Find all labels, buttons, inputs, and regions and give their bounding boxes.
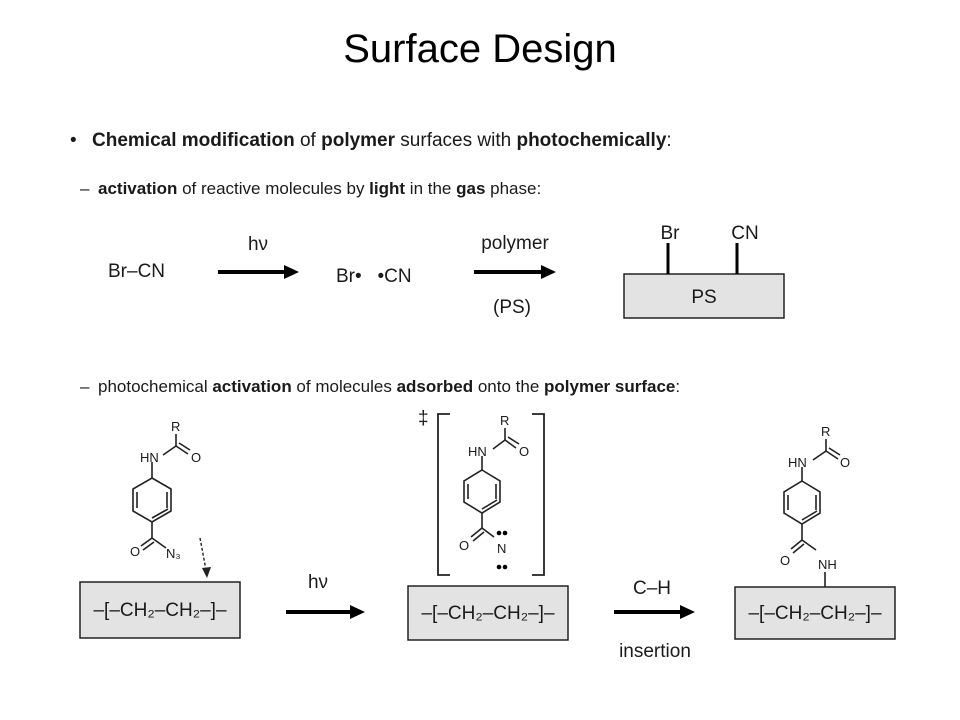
ps-surface-box xyxy=(623,273,785,319)
atom-n-nitrene: N xyxy=(497,541,506,556)
atom-o: O xyxy=(191,450,201,465)
section1-heading: activation of reactive molecules by ligh… xyxy=(98,179,541,198)
section2-part-1: activation xyxy=(212,377,291,396)
atom-r-2: R xyxy=(500,413,509,428)
atom-o-4: O xyxy=(840,455,850,470)
polymer-chain-1: –[–CH₂–CH₂–]– xyxy=(93,600,226,621)
bracket-left xyxy=(437,413,450,576)
bullet-part-2: polymer xyxy=(321,130,396,151)
atom-hn-3: HN xyxy=(788,455,807,470)
atom-r: R xyxy=(171,419,180,434)
hv-label-2: hν xyxy=(308,572,328,593)
reaction-arrow-3 xyxy=(286,605,365,619)
ch-label: C–H xyxy=(633,578,671,599)
nitrene-intermediate: R HN O O N xyxy=(459,413,529,570)
bullet-part-4: photochemically xyxy=(516,130,666,151)
dashed-approach-arrow xyxy=(199,537,211,578)
transition-mark: ‡ xyxy=(418,408,429,429)
section2-part-6: : xyxy=(675,377,680,396)
section1-part-0: activation xyxy=(98,179,177,198)
reaction-arrow-4 xyxy=(614,605,695,619)
atom-o-5: O xyxy=(780,553,790,568)
section1-part-1: of reactive molecules by xyxy=(177,179,369,198)
polymer-chain-3: –[–CH₂–CH₂–]– xyxy=(748,603,881,624)
atom-nh: NH xyxy=(818,557,837,572)
aryl-azide-molecule: R HN O O N₃ xyxy=(130,419,201,561)
section1-part-5: phase: xyxy=(485,179,541,198)
reaction-arrow-1 xyxy=(218,265,299,279)
section2-part-3: adsorbed xyxy=(397,377,474,396)
polymer-chain-2: –[–CH₂–CH₂–]– xyxy=(421,603,554,624)
atom-o-3: O xyxy=(459,538,469,553)
polymer-label: polymer xyxy=(481,233,549,254)
surface-br: Br xyxy=(661,223,681,244)
ps-paren-label: (PS) xyxy=(493,297,531,318)
section2-part-4: onto the xyxy=(473,377,544,396)
reaction-arrow-2 xyxy=(474,265,556,279)
atom-hn-2: HN xyxy=(468,444,487,459)
atom-hn: HN xyxy=(140,450,159,465)
section2-part-0: photochemical xyxy=(98,377,212,396)
insertion-label: insertion xyxy=(619,641,691,662)
bullet-part-5: : xyxy=(666,130,671,151)
amide-product-molecule: R HN O O NH xyxy=(780,424,850,587)
section2-part-5: polymer surface xyxy=(544,377,675,396)
section1-dash: – xyxy=(80,179,90,198)
bullet-text: Chemical modification of polymer surface… xyxy=(92,130,672,151)
ps-surface-label: PS xyxy=(691,287,716,308)
bullet-part-1: of xyxy=(295,130,321,151)
section2-part-2: of molecules xyxy=(292,377,397,396)
atom-o2: O xyxy=(130,544,140,559)
reactant-brcn: Br–CN xyxy=(108,261,165,282)
hv-label-1: hν xyxy=(248,234,268,255)
section1-part-2: light xyxy=(369,179,405,198)
bullet-symbol: • xyxy=(70,130,77,151)
atom-n3: N₃ xyxy=(166,546,181,561)
atom-r-3: R xyxy=(821,424,830,439)
slide-title: Surface Design xyxy=(343,27,616,71)
polymer-box-2 xyxy=(407,585,569,641)
section1-part-3: in the xyxy=(405,179,456,198)
section2-dash: – xyxy=(80,377,90,396)
polymer-box-3 xyxy=(734,586,896,640)
section2-heading: photochemical activation of molecules ad… xyxy=(98,377,680,396)
polymer-box-1 xyxy=(79,581,241,639)
atom-o-2: O xyxy=(519,444,529,459)
bullet-part-3: surfaces with xyxy=(395,130,516,151)
radical-products: Br• •CN xyxy=(336,266,412,287)
bullet-part-0: Chemical modification xyxy=(92,130,295,151)
section1-part-4: gas xyxy=(456,179,485,198)
surface-cn: CN xyxy=(731,223,758,244)
bracket-right xyxy=(532,413,545,576)
